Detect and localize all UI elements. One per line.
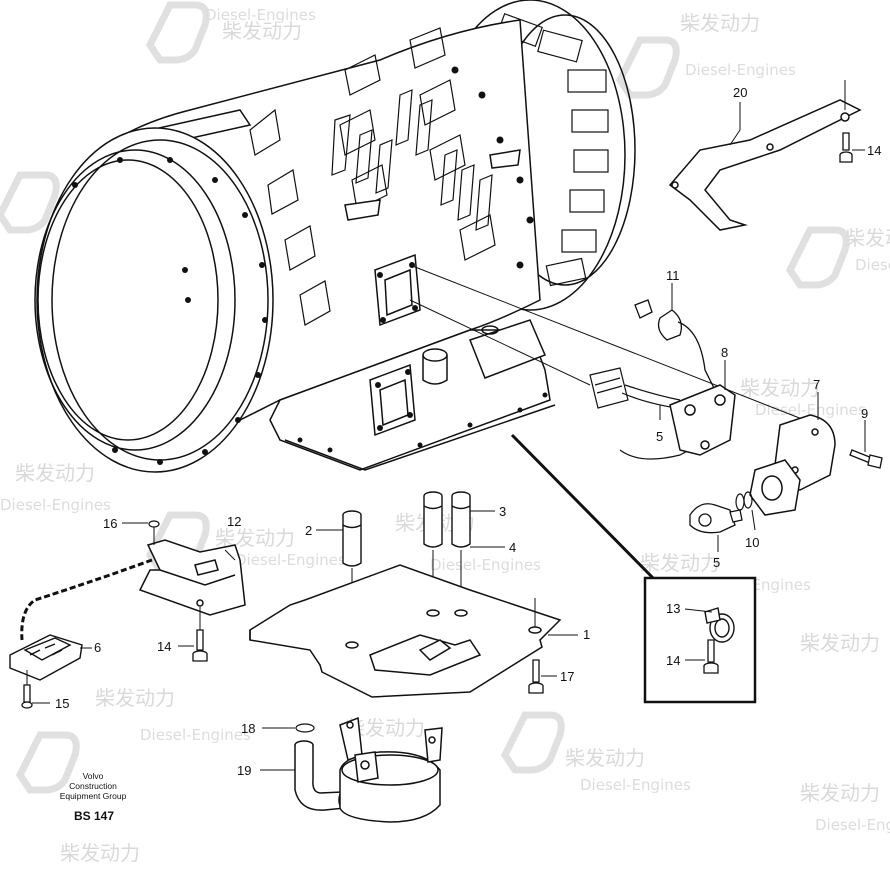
watermark-text-11: 柴发动力	[800, 631, 880, 655]
module-cable	[20, 558, 153, 641]
part-1-plate	[249, 564, 562, 698]
label-part-3: 3	[499, 504, 506, 519]
label-leaders	[32, 102, 866, 771]
watermark-text-6: 柴发动力	[740, 376, 820, 400]
footer-code: BS 147	[74, 809, 115, 823]
label-part-8: 8	[721, 345, 728, 360]
housing-ribs	[249, 27, 496, 326]
part-9-bolt	[849, 449, 883, 469]
watermark-text-12: 柴发动力	[95, 686, 175, 710]
label-part-16: 16	[103, 516, 117, 531]
label-part-15: 15	[55, 696, 69, 711]
part-20-cover	[668, 80, 862, 231]
watermark-logo-7	[15, 731, 80, 794]
bottom-bracket	[339, 716, 443, 823]
part-11-sensor	[634, 299, 721, 401]
label-part-14-detail: 14	[666, 653, 680, 668]
watermark-sub-1: Diesel-Engines	[205, 6, 316, 24]
watermark-sub-2: Diesel-Engines	[685, 61, 796, 79]
watermark-sub-8: Diesel-Engines	[235, 551, 346, 569]
label-part-17: 17	[560, 669, 574, 684]
label-part-5-bottom: 5	[713, 555, 720, 570]
watermark-logo-6	[500, 711, 565, 774]
watermark-text-16: 柴发动力	[60, 841, 140, 865]
part-15-bolt	[21, 670, 33, 709]
part-7-flange	[749, 459, 801, 516]
footer-org-line-2: Equipment Group	[59, 791, 127, 801]
wire-leader-lines	[409, 264, 831, 431]
part-5-harness	[589, 367, 706, 460]
label-part-14-top: 14	[867, 143, 881, 158]
watermark-sub-12: Diesel-Engines	[140, 726, 251, 744]
watermark-text-10: 柴发动力	[640, 551, 720, 575]
label-part-9: 9	[861, 406, 868, 421]
watermark-text-15: 柴发动力	[800, 781, 880, 805]
label-part-11: 11	[666, 268, 680, 283]
label-part-19: 19	[237, 763, 251, 778]
flange-bolts	[72, 66, 534, 465]
watermark-sub-5: Diesel-Engines	[855, 256, 890, 274]
watermark-text-1: 柴发动力	[222, 19, 302, 43]
watermark-sub-9: Diesel-Engines	[430, 556, 541, 574]
part-6-module	[9, 634, 83, 681]
label-part-5-top: 5	[656, 429, 663, 444]
housing-slots	[331, 89, 493, 231]
label-part-1: 1	[583, 627, 590, 642]
watermark-sub-14: Diesel-Engines	[580, 776, 691, 794]
part-12-bracket	[138, 539, 246, 616]
label-part-12: 12	[227, 514, 241, 529]
part-14-bolt-left	[192, 607, 208, 662]
transmission-housing	[34, 0, 636, 473]
part-14-bolt-detail	[703, 639, 719, 674]
rear-drum-ribs	[497, 12, 609, 287]
label-part-13: 13	[666, 601, 680, 616]
part-5-plug	[689, 503, 743, 534]
label-part-4: 4	[509, 540, 516, 555]
part-4-sleeve	[423, 491, 443, 613]
footer-org: Volvo Construction Equipment Group	[58, 771, 128, 801]
sump-bolts	[297, 392, 548, 453]
watermark-sub-15: Diesel-Engines	[815, 816, 890, 834]
watermark-text-5: 柴发动力	[845, 226, 890, 250]
detail-callout	[510, 433, 757, 704]
label-part-18: 18	[241, 721, 255, 736]
watermark-logo-4	[785, 226, 850, 289]
label-part-14-left: 14	[157, 639, 171, 654]
watermark-sub-6: Diesel-Engines	[755, 401, 866, 419]
part-18-oring	[295, 723, 315, 733]
watermark-logo-2	[615, 36, 680, 99]
label-part-7: 7	[813, 377, 820, 392]
label-part-10: 10	[745, 535, 759, 550]
part-16-nut	[148, 520, 160, 545]
part-17-bolt	[528, 659, 544, 694]
watermark-logo-3	[0, 171, 60, 234]
footer-caption: Volvo Construction Equipment Group BS 14…	[58, 771, 128, 823]
detail-box	[643, 576, 757, 704]
watermark-text-14: 柴发动力	[565, 746, 645, 770]
label-part-2: 2	[305, 523, 312, 538]
label-part-6: 6	[94, 640, 101, 655]
watermark-text-7: 柴发动力	[15, 461, 95, 485]
part-3-sleeve	[451, 491, 471, 613]
watermark-logo-1	[145, 1, 210, 64]
part-14-bolt-top	[839, 132, 853, 163]
footer-org-line-1: Volvo Construction	[69, 771, 117, 791]
part-number-labels: 20 14 11 8 7 9 5 10 5 2 3 4 1 17 13 14 1…	[55, 85, 881, 778]
label-part-20: 20	[733, 85, 747, 100]
part-8-bracket	[669, 384, 736, 456]
watermark-text-2: 柴发动力	[680, 11, 760, 35]
watermark-sub-7: Diesel-Engines	[0, 496, 111, 514]
